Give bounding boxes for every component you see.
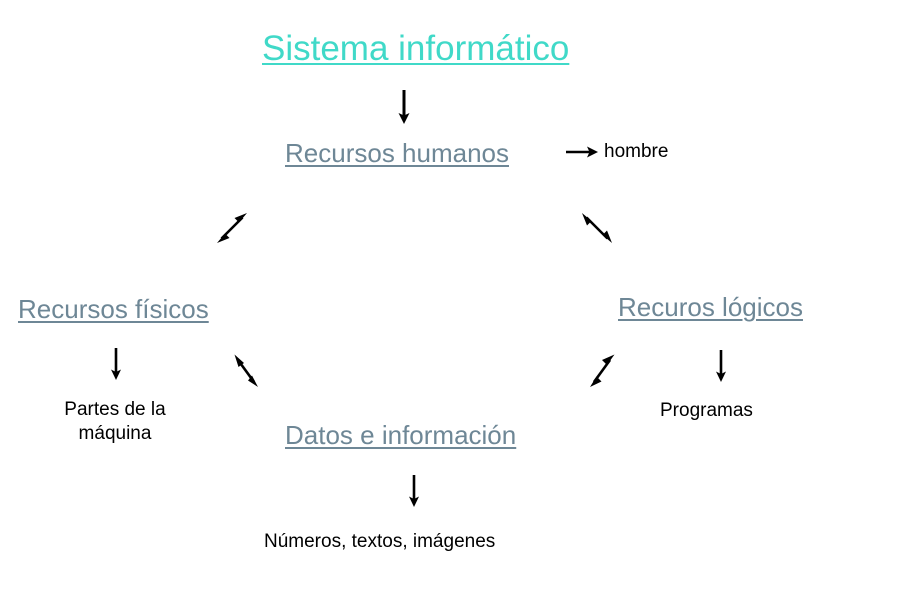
- arrow-logical-to-programas-icon: [713, 350, 729, 384]
- arrow-physical-to-partes-icon: [108, 348, 124, 382]
- arrow-datos-to-numeros-icon: [406, 475, 422, 509]
- arrow-logical-to-datos-icon: [585, 352, 619, 390]
- node-recursos-humanos: Recursos humanos: [285, 138, 509, 168]
- partes-line-2: máquina: [78, 423, 152, 445]
- node-recursos-fisicos: Recursos físicos: [18, 294, 209, 324]
- node-datos-e-informacion: Datos e información: [285, 420, 517, 450]
- node-partes-de-la-maquina: Partes de la máquina: [25, 398, 205, 447]
- arrow-human-resources-to-hombre-icon: [566, 143, 600, 161]
- node-recuros-logicos: Recuros lógicos: [618, 292, 803, 322]
- node-sistema-informatico: Sistema informático: [262, 29, 570, 68]
- arrow-physical-to-datos-icon: [230, 352, 264, 390]
- partes-line-1: Partes de la: [64, 399, 166, 420]
- node-numeros-textos-imagenes: Números, textos, imágenes: [264, 531, 496, 552]
- arrow-human-to-physical-icon: [214, 210, 250, 246]
- arrow-human-to-logical-icon: [579, 210, 615, 246]
- node-programas: Programas: [660, 400, 753, 421]
- node-hombre: hombre: [604, 141, 669, 162]
- arrow-root-to-human-resources-icon: [396, 90, 412, 126]
